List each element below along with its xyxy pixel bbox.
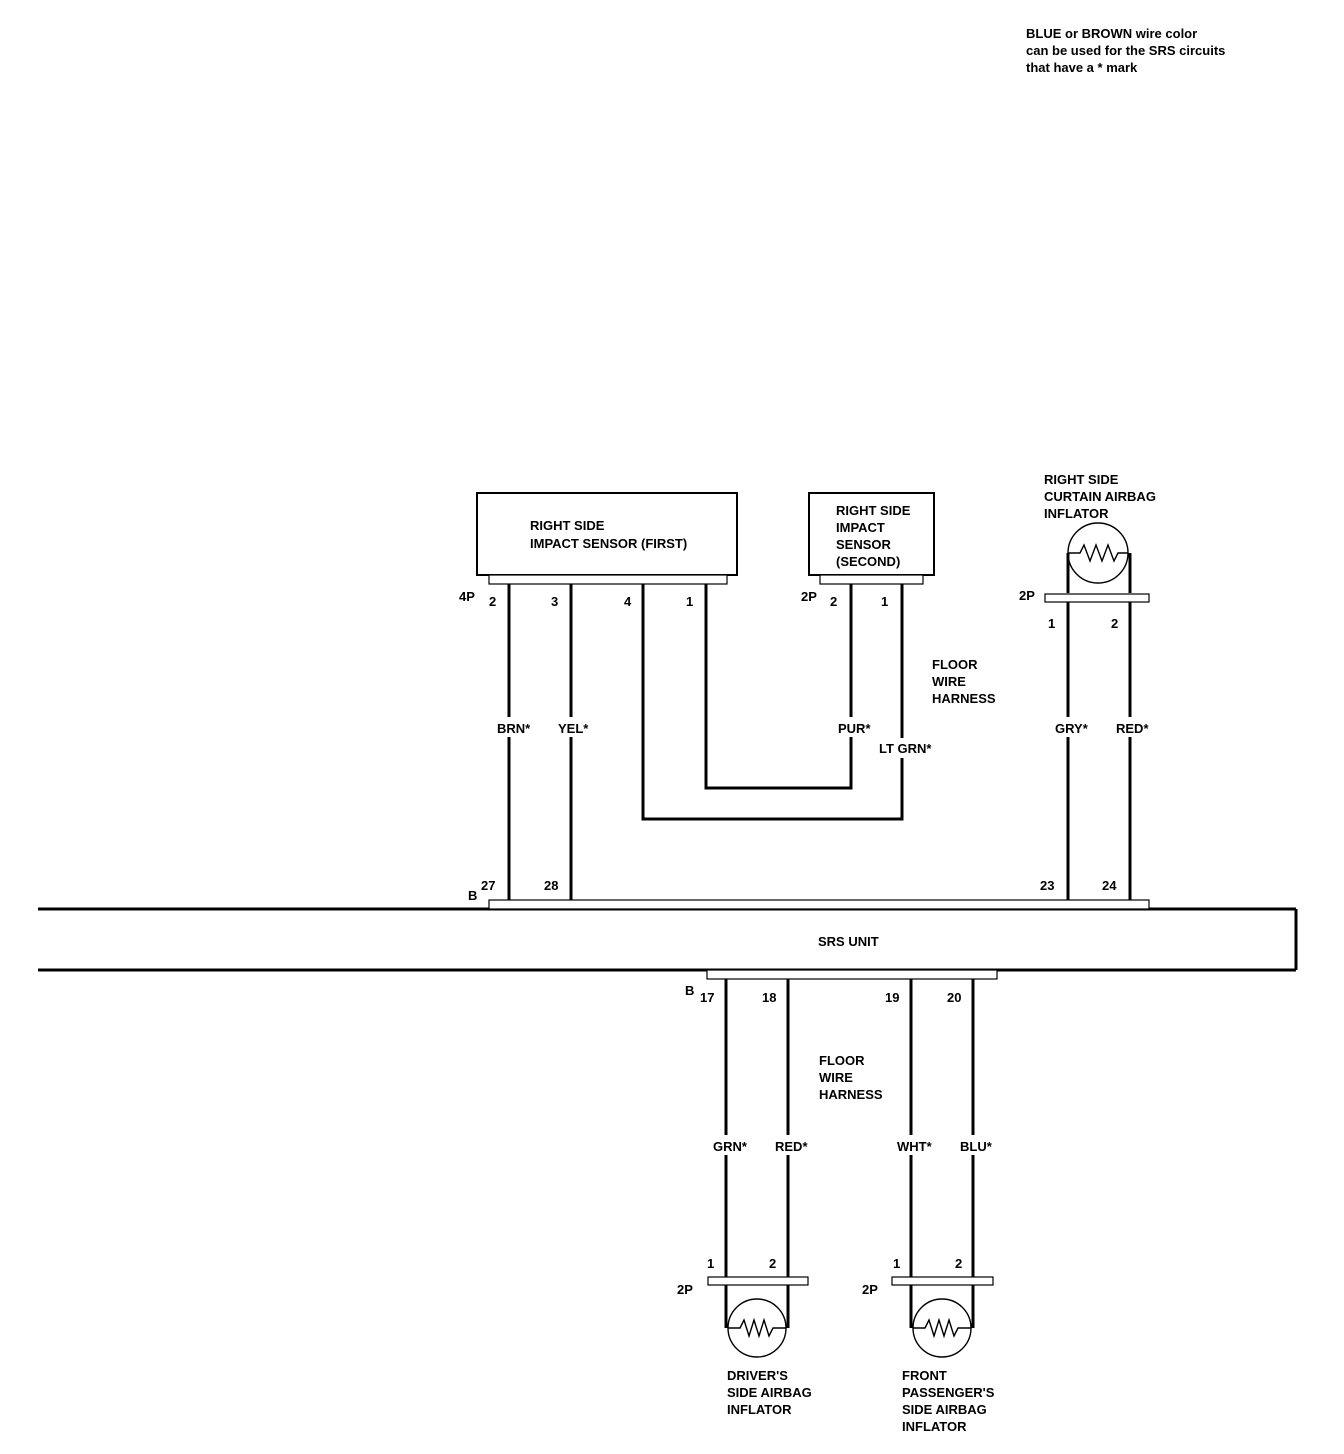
curtain-inflator-resistor xyxy=(1068,543,1128,563)
wire-label-wht: WHT* xyxy=(897,1139,933,1154)
floor-harness-lower-3: HARNESS xyxy=(819,1087,883,1102)
wire-label-blu: BLU* xyxy=(960,1139,993,1154)
curtain-label-3: INFLATOR xyxy=(1044,506,1109,521)
curtain-label-2: CURTAIN AIRBAG xyxy=(1044,489,1156,504)
sensor-second-label-4: (SECOND) xyxy=(836,554,900,569)
unit-pin-28: 28 xyxy=(544,878,558,893)
wire-pur-loop xyxy=(704,584,853,790)
driver-pin-1: 1 xyxy=(707,1256,714,1271)
sensor-first-label-1: RIGHT SIDE xyxy=(530,518,605,533)
sensor-second-connector xyxy=(819,574,924,585)
floor-harness-lower-2: WIRE xyxy=(819,1070,853,1085)
sensor-first-pin-1: 1 xyxy=(686,594,693,609)
note-line-1: BLUE or BROWN wire color xyxy=(1026,26,1197,41)
sensor-second-label-3: SENSOR xyxy=(836,537,892,552)
note-line-2: can be used for the SRS circuits xyxy=(1026,43,1225,58)
wire-label-brn: BRN* xyxy=(497,721,531,736)
floor-harness-upper-3: HARNESS xyxy=(932,691,996,706)
sensor-second-pin-1: 1 xyxy=(881,594,888,609)
passenger-connector-label: 2P xyxy=(862,1282,878,1297)
sensor-second-label-1: RIGHT SIDE xyxy=(836,503,911,518)
driver-connector xyxy=(707,1276,809,1286)
sensor-second-label-2: IMPACT xyxy=(836,520,885,535)
passenger-label-4: INFLATOR xyxy=(902,1419,967,1434)
wire-label-ltgrn: LT GRN* xyxy=(879,741,932,756)
srs-unit-top-connector-label: B xyxy=(468,888,477,903)
wire-ltgrn-loop xyxy=(641,584,904,821)
curtain-label-1: RIGHT SIDE xyxy=(1044,472,1119,487)
unit-pin-17: 17 xyxy=(700,990,714,1005)
sensor-second-connector-label: 2P xyxy=(801,589,817,604)
srs-unit-label: SRS UNIT xyxy=(818,934,879,949)
wire-label-red-upper: RED* xyxy=(1116,721,1149,736)
sensor-second-pin-2: 2 xyxy=(830,594,837,609)
driver-label-3: INFLATOR xyxy=(727,1402,792,1417)
sensor-first-pin-3: 3 xyxy=(551,594,558,609)
floor-harness-lower-1: FLOOR xyxy=(819,1053,865,1068)
wire-label-grn: GRN* xyxy=(713,1139,748,1154)
sensor-first-pin-2: 2 xyxy=(489,594,496,609)
passenger-connector xyxy=(891,1276,994,1286)
wire-label-pur: PUR* xyxy=(838,721,871,736)
sensor-first-connector xyxy=(488,574,728,585)
driver-pin-2: 2 xyxy=(769,1256,776,1271)
curtain-pin-1: 1 xyxy=(1048,616,1055,631)
sensor-first-pin-4: 4 xyxy=(624,594,632,609)
sensor-first-box xyxy=(476,492,738,576)
wire-label-gry: GRY* xyxy=(1055,721,1089,736)
driver-inflator-resistor xyxy=(728,1317,786,1339)
passenger-label-2: PASSENGER'S xyxy=(902,1385,995,1400)
wire-label-red-lower: RED* xyxy=(775,1139,808,1154)
passenger-label-3: SIDE AIRBAG xyxy=(902,1402,987,1417)
driver-label-1: DRIVER'S xyxy=(727,1368,788,1383)
sensor-second-box xyxy=(808,492,935,576)
wire-label-yel: YEL* xyxy=(558,721,589,736)
sensor-first-label-2: IMPACT SENSOR (FIRST) xyxy=(530,536,687,551)
unit-pin-23: 23 xyxy=(1040,878,1054,893)
srs-unit-bottom-connector-label: B xyxy=(685,983,694,998)
passenger-inflator-resistor xyxy=(913,1317,971,1339)
driver-label-2: SIDE AIRBAG xyxy=(727,1385,812,1400)
unit-pin-18: 18 xyxy=(762,990,776,1005)
floor-harness-upper-1: FLOOR xyxy=(932,657,978,672)
curtain-connector xyxy=(1044,593,1150,603)
passenger-label-1: FRONT xyxy=(902,1368,947,1383)
driver-connector-label: 2P xyxy=(677,1282,693,1297)
unit-pin-19: 19 xyxy=(885,990,899,1005)
srs-unit-bottom-connector xyxy=(706,969,998,980)
curtain-connector-label: 2P xyxy=(1019,588,1035,603)
passenger-pin-2: 2 xyxy=(955,1256,962,1271)
unit-pin-20: 20 xyxy=(947,990,961,1005)
unit-pin-24: 24 xyxy=(1102,878,1117,893)
srs-unit-top-connector xyxy=(488,899,1150,910)
note-line-3: that have a * mark xyxy=(1026,60,1138,75)
floor-harness-upper-2: WIRE xyxy=(932,674,966,689)
sensor-first-connector-label: 4P xyxy=(459,589,475,604)
passenger-pin-1: 1 xyxy=(893,1256,900,1271)
curtain-pin-2: 2 xyxy=(1111,616,1118,631)
unit-pin-27: 27 xyxy=(481,878,495,893)
